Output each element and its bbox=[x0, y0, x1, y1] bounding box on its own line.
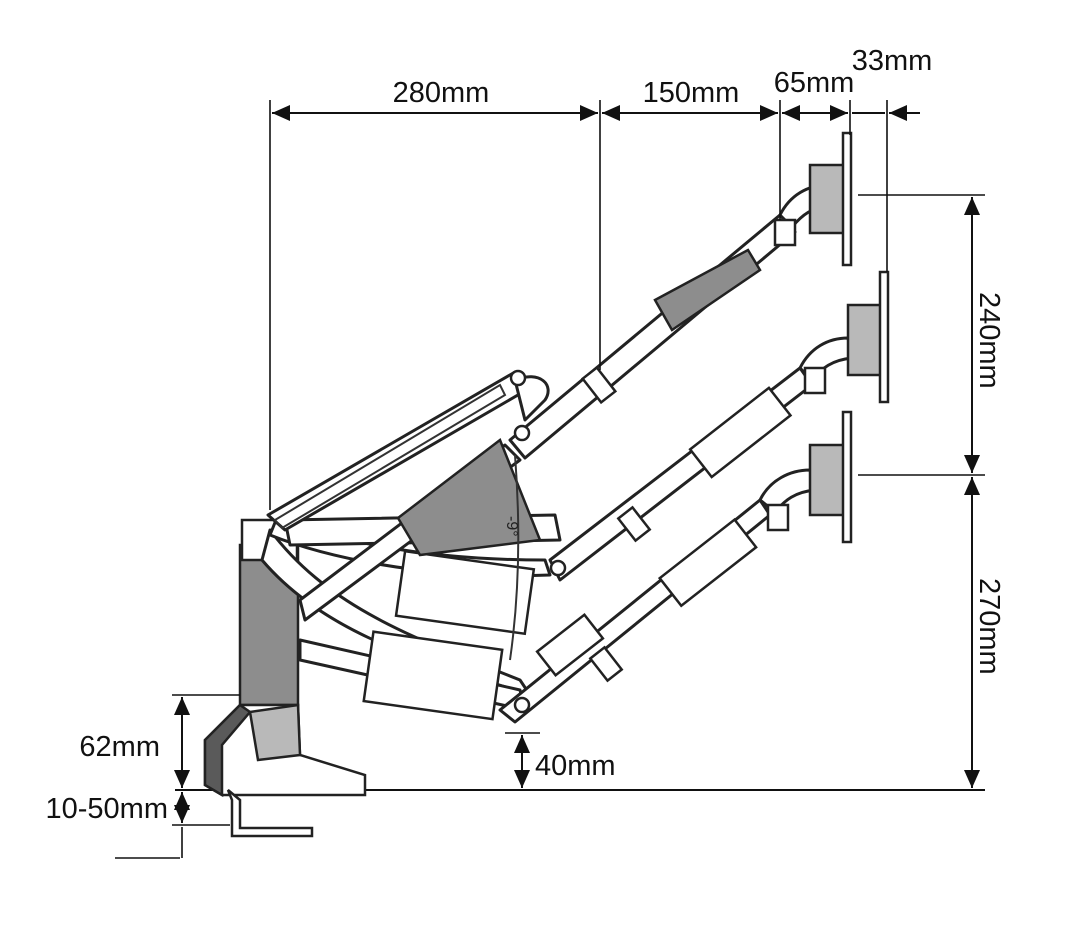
middle-vesa-plate bbox=[878, 270, 890, 404]
lowest-monitor-head bbox=[808, 443, 847, 517]
top-vesa-plate bbox=[841, 131, 853, 267]
arm-lowest bbox=[260, 410, 853, 724]
clamp-bracket bbox=[226, 789, 314, 838]
arm-top bbox=[266, 131, 853, 622]
middle-monitor-head bbox=[846, 303, 885, 377]
dim-label-240: 240mm bbox=[973, 292, 1005, 389]
dim-label-40: 40mm bbox=[535, 750, 616, 782]
desk-clamp-base bbox=[203, 518, 367, 838]
dim-label-clamp: 10-50mm bbox=[46, 793, 169, 825]
tilt-range-arc bbox=[509, 454, 520, 661]
arm-middle bbox=[268, 270, 890, 636]
top-monitor-head bbox=[808, 163, 847, 235]
tilt-marker: -9° bbox=[503, 516, 520, 537]
dim-label-33: 33mm bbox=[852, 45, 933, 77]
dim-label-270: 270mm bbox=[973, 578, 1005, 675]
dim-label-150: 150mm bbox=[643, 77, 740, 109]
dim-label-280: 280mm bbox=[393, 77, 490, 109]
vertical-dimensions bbox=[858, 194, 985, 788]
dim-label-65: 65mm bbox=[774, 67, 855, 99]
horizontal-dimensions bbox=[269, 100, 920, 510]
dim-label-62: 62mm bbox=[79, 731, 160, 763]
base-dimensions bbox=[172, 694, 540, 858]
lowest-vesa-plate bbox=[841, 410, 853, 544]
